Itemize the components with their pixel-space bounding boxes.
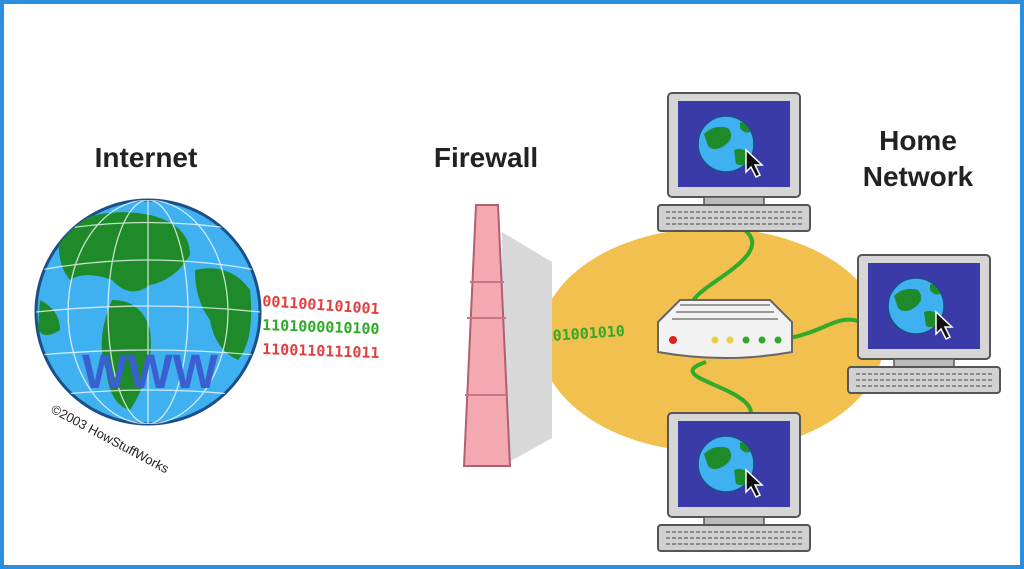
firewall-icon bbox=[462, 204, 552, 467]
home-label: Home bbox=[879, 125, 957, 156]
network-diagram: WWW ©2003 HowStuffWorks 0011001101001 11… bbox=[34, 92, 1001, 552]
blocked-bits-top: 0011001101001 bbox=[262, 292, 380, 318]
router-icon bbox=[657, 299, 793, 359]
www-label: WWW bbox=[82, 346, 219, 399]
firewall-label: Firewall bbox=[434, 142, 538, 173]
computer-icon bbox=[657, 92, 811, 232]
computer-icon bbox=[847, 254, 1001, 394]
internet-label: Internet bbox=[95, 142, 198, 173]
globe-icon: WWW bbox=[34, 198, 262, 426]
blocked-bits-bottom: 1100110111011 bbox=[262, 340, 380, 362]
network-label: Network bbox=[863, 161, 974, 192]
allowed-bits: 1101000010100 bbox=[262, 316, 380, 338]
computer-icon bbox=[657, 412, 811, 552]
